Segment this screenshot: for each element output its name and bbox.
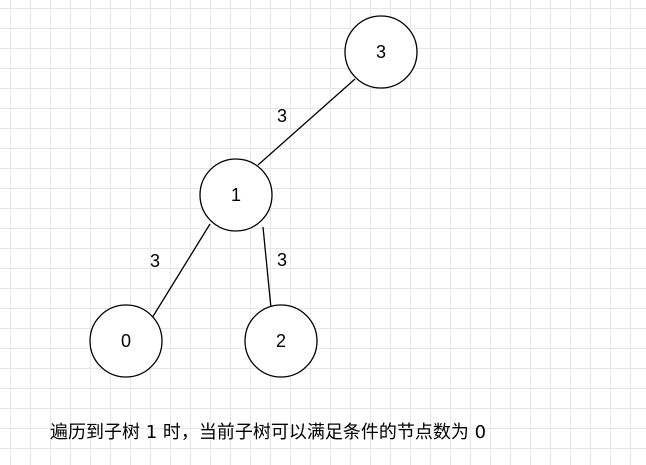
edge-3-to-1 xyxy=(257,78,356,166)
tree-node-0: 0 xyxy=(89,304,163,378)
edge-weight-1-to-2: 3 xyxy=(277,250,287,270)
edge-weight-3-to-1: 3 xyxy=(277,106,287,126)
tree-node-2: 2 xyxy=(244,304,318,378)
tree-node-3: 3 xyxy=(344,15,418,89)
node-label: 0 xyxy=(121,331,131,351)
node-label: 1 xyxy=(231,185,241,205)
diagram-caption: 遍历到子树 1 时，当前子树可以满足条件的节点数为 0 xyxy=(50,422,487,443)
node-label: 2 xyxy=(276,331,286,351)
node-label: 3 xyxy=(376,42,386,62)
edge-1-to-2 xyxy=(262,226,272,309)
tree-node-1: 1 xyxy=(199,158,273,232)
edge-weight-1-to-0: 3 xyxy=(150,251,160,271)
edge-1-to-0 xyxy=(151,223,211,319)
